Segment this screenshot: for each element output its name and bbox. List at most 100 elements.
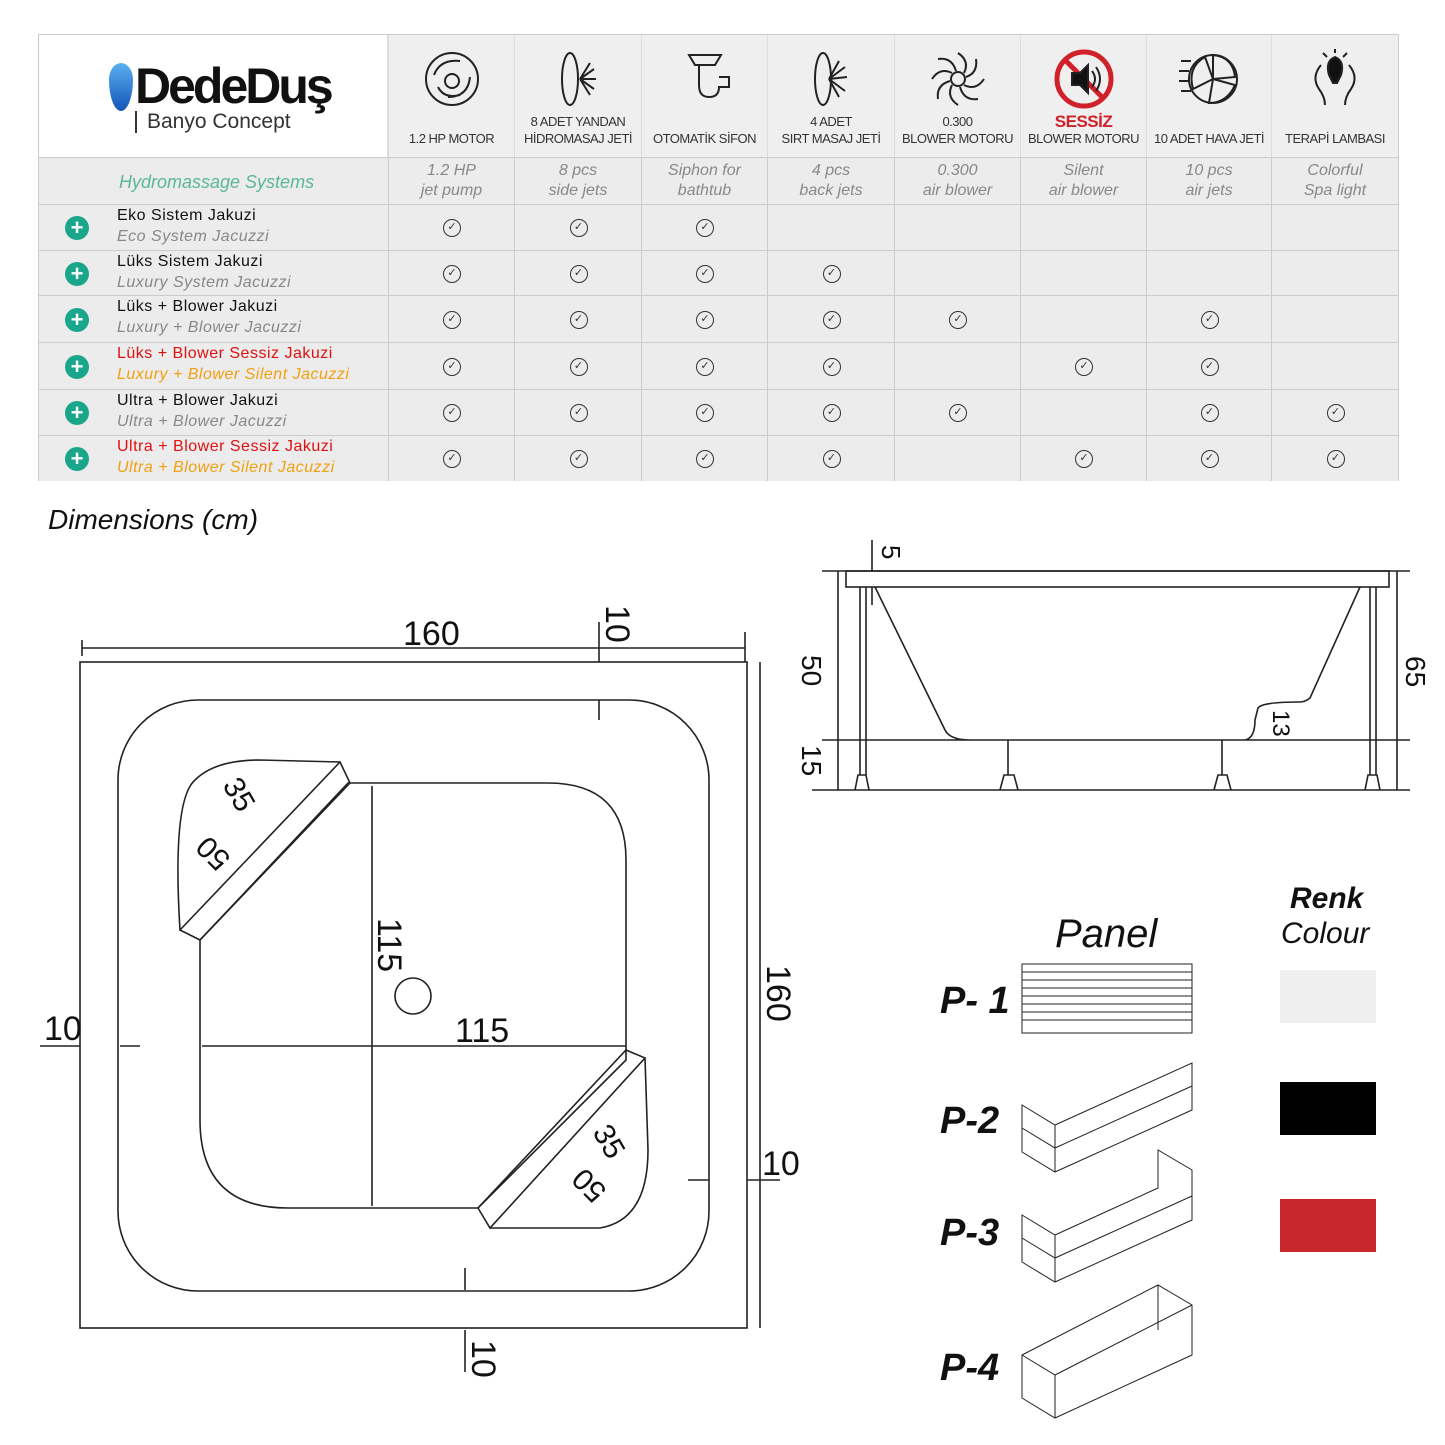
feature-cell: ✓ <box>1271 436 1398 481</box>
expand-plus-icon[interactable]: + <box>65 261 89 286</box>
colour-swatch-black[interactable] <box>1280 1082 1376 1135</box>
panel-section: Panel P- 1 P-2 P-3 P-4 <box>940 912 1193 1419</box>
feature-en-line1: Silent <box>1063 162 1104 179</box>
feature-cell: ✓ <box>514 343 641 389</box>
check-icon: ✓ <box>696 310 714 329</box>
colour-title-tr: Renk <box>1290 882 1365 915</box>
back-jet-icon <box>814 52 848 106</box>
siphon-icon <box>686 54 730 99</box>
feature-cell: ✓ <box>1146 343 1271 389</box>
feature-header-4: 4 ADET SIRT MASAJ JETİ <box>767 35 894 157</box>
feature-en-line1: 8 pcs <box>558 162 598 179</box>
expand-plus-icon[interactable]: + <box>65 401 89 425</box>
system-name-en: Luxury System Jacuzzi <box>117 274 292 291</box>
feature-en-line2: bathtub <box>677 182 732 199</box>
feature-cell: ✓ <box>1146 296 1271 342</box>
check-icon: ✓ <box>443 357 461 376</box>
systems-label: Hydromassage Systems <box>119 172 315 192</box>
air-jet-icon <box>1179 53 1238 105</box>
feature-header-7: 10 ADET HAVA JETİ <box>1146 35 1271 157</box>
colour-swatch-red[interactable] <box>1280 1199 1376 1252</box>
check-icon: ✓ <box>569 357 588 376</box>
feature-cell: ✓ <box>767 343 894 389</box>
system-name-en: Ultra + Blower Silent Jacuzzi <box>117 459 335 476</box>
feature-cell: ✓ <box>894 390 1020 435</box>
feature-table: DedeDuş Banyo Concept 1.2 HP MOTOR 8 ADE… <box>38 34 1399 481</box>
expand-plus-icon[interactable]: + <box>65 447 89 471</box>
feature-label-tr: 1.2 HP MOTOR <box>389 130 514 147</box>
feature-label-text: 4 ADET SIRT MASAJ JETİ <box>781 114 881 146</box>
feature-cell: ✓ <box>767 251 894 295</box>
plan-width-label: 160 <box>403 615 460 653</box>
feature-label-text: OTOMATİK SİFON <box>652 131 757 146</box>
check-icon: ✓ <box>569 219 588 237</box>
silent-icon <box>1054 49 1113 109</box>
check-icon: ✓ <box>569 404 588 422</box>
feature-cell <box>894 343 1020 389</box>
feature-label-tr: 10 ADET HAVA JETİ <box>1147 130 1271 147</box>
feature-header-8: TERAPİ LAMBASI <box>1271 35 1398 157</box>
side-view: 5 50 15 65 13 <box>796 540 1431 791</box>
feature-cell: ✓ <box>641 390 767 435</box>
feature-en-line1: Siphon for <box>668 162 741 179</box>
colour-title-en: Colour <box>1281 917 1370 950</box>
feature-cell: ✓ <box>767 436 894 481</box>
check-icon: ✓ <box>822 404 841 422</box>
colour-swatch-white[interactable] <box>1280 970 1376 1023</box>
plan-inner-depth-label: 115 <box>370 918 408 972</box>
expand-plus-icon[interactable]: + <box>65 354 89 379</box>
brand-tagline: Banyo Concept <box>135 111 291 133</box>
feature-en-line1: Colorful <box>1307 162 1363 179</box>
feature-cell <box>1271 343 1398 389</box>
feature-cell <box>1020 251 1146 295</box>
check-icon: ✓ <box>696 404 714 422</box>
feature-cell: ✓ <box>514 390 641 435</box>
feature-cell <box>894 205 1020 250</box>
panel-p4-label: P-4 <box>940 1347 999 1389</box>
feature-cell <box>1020 390 1146 435</box>
feature-label-text: 0.300 BLOWER MOTORU <box>902 114 1014 146</box>
seat-a-label: 35 <box>216 772 261 817</box>
feature-cell <box>767 205 894 250</box>
feature-en-line1: 10 pcs <box>1185 162 1233 179</box>
feature-cell <box>1020 296 1146 342</box>
panel-p3-image <box>1021 1149 1193 1283</box>
feature-header-5: 0.300 BLOWER MOTORU <box>894 35 1020 157</box>
check-icon: ✓ <box>569 450 588 468</box>
feature-label-text: BLOWER MOTORU <box>1028 131 1140 146</box>
feature-cell: ✓ <box>388 296 514 342</box>
dimensions-title: Dimensions (cm) <box>48 504 259 535</box>
check-icon: ✓ <box>443 450 461 468</box>
table-row: + Ultra + Blower Sessiz Jakuzi Ultra + B… <box>39 435 1398 481</box>
feature-en-line2: air blower <box>922 182 993 199</box>
feature-cell <box>1271 296 1398 342</box>
feature-cell: ✓ <box>388 390 514 435</box>
check-icon: ✓ <box>1200 310 1219 329</box>
expand-plus-icon[interactable]: + <box>65 307 89 332</box>
plan-inner-width-label: 115 <box>455 1012 509 1050</box>
table-row: + Lüks + Blower Sessiz Jakuzi Luxury + B… <box>39 342 1398 389</box>
check-icon: ✓ <box>949 404 967 422</box>
brand-name: DedeDuş <box>135 58 334 114</box>
leg-height-label: 15 <box>796 745 827 776</box>
plan-view: 160 115 115 160 10 10 10 10 35 50 35 50 <box>40 605 800 1378</box>
system-name-tr: Eko Sistem Jakuzi <box>117 207 257 224</box>
feature-label-en-3: Siphon for bathtub <box>641 158 767 204</box>
system-name-en: Luxury + Blower Silent Jacuzzi <box>117 366 350 383</box>
feature-label-tr: 8 ADET YANDAN HİDROMASAJ JETİ <box>515 113 641 147</box>
feature-label-text: TERAPİ LAMBASI <box>1285 131 1385 146</box>
system-name-en: Luxury + Blower Jacuzzi <box>117 319 302 336</box>
feature-label-text: 10 ADET HAVA JETİ <box>1154 131 1265 146</box>
feature-cell: ✓ <box>514 296 641 342</box>
margin-right-label: 10 <box>762 1145 800 1183</box>
panel-p1-label: P- 1 <box>940 980 1010 1022</box>
feature-cell: ✓ <box>1020 343 1146 389</box>
check-icon: ✓ <box>1075 357 1093 376</box>
expand-plus-icon[interactable]: + <box>65 216 89 240</box>
